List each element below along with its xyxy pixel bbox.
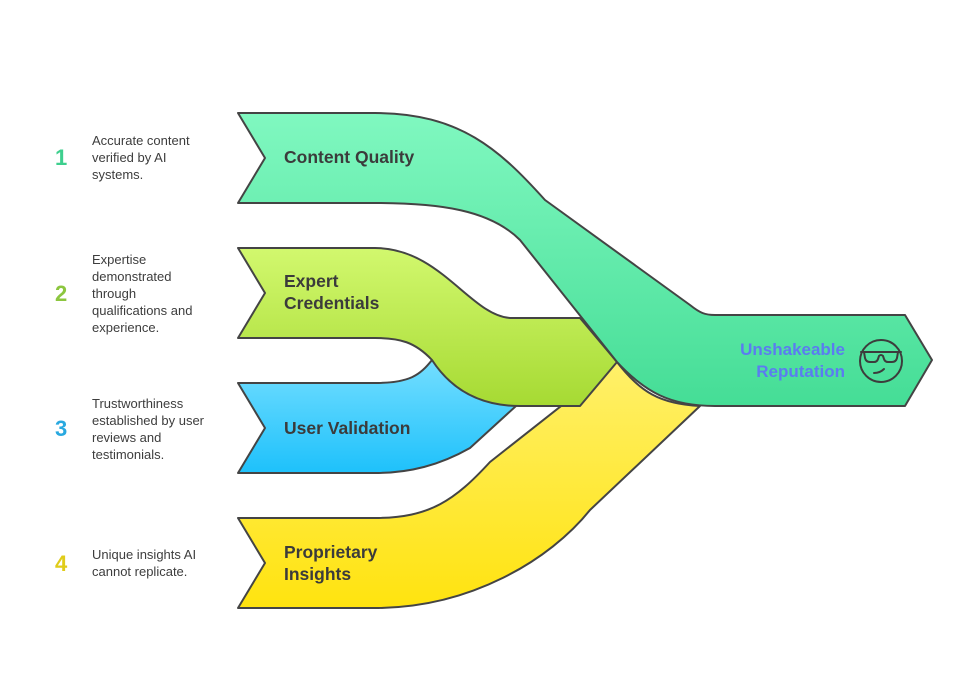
step-number-1: 1 xyxy=(55,145,68,170)
band-label-line: Expert xyxy=(284,271,339,291)
step-number-2: 2 xyxy=(55,281,68,306)
outcome-label: Unshakeable Reputation xyxy=(700,339,845,383)
band-label-line: Credentials xyxy=(284,293,380,313)
band-label-line: Proprietary xyxy=(284,542,378,562)
band-label-content-quality: Content Quality xyxy=(284,147,415,167)
step-description-4: Unique insights AI cannot replicate. xyxy=(92,547,197,579)
step-number-4: 4 xyxy=(55,551,68,576)
band-proprietary-insights xyxy=(237,361,701,609)
step-description-2: Expertise demonstrated through qualifica… xyxy=(92,252,193,335)
band-label-user-validation: User Validation xyxy=(284,418,411,438)
band-label-line: Insights xyxy=(284,564,352,584)
band-expert-credentials xyxy=(237,247,618,407)
step-description-3: Trustworthiness established by user revi… xyxy=(92,396,205,462)
band-content-quality xyxy=(237,112,933,407)
cool-face-sunglasses-icon xyxy=(859,339,903,383)
step-description-1: Accurate content verified by AI systems. xyxy=(92,133,190,182)
step-number-3: 3 xyxy=(55,416,68,441)
band-label-expert-credentials: Expert Credentials xyxy=(284,270,379,314)
outcome-label-line: Reputation xyxy=(756,362,845,381)
outcome-label-line: Unshakeable xyxy=(740,340,845,359)
band-label-proprietary-insights: Proprietary Insights xyxy=(284,541,377,585)
